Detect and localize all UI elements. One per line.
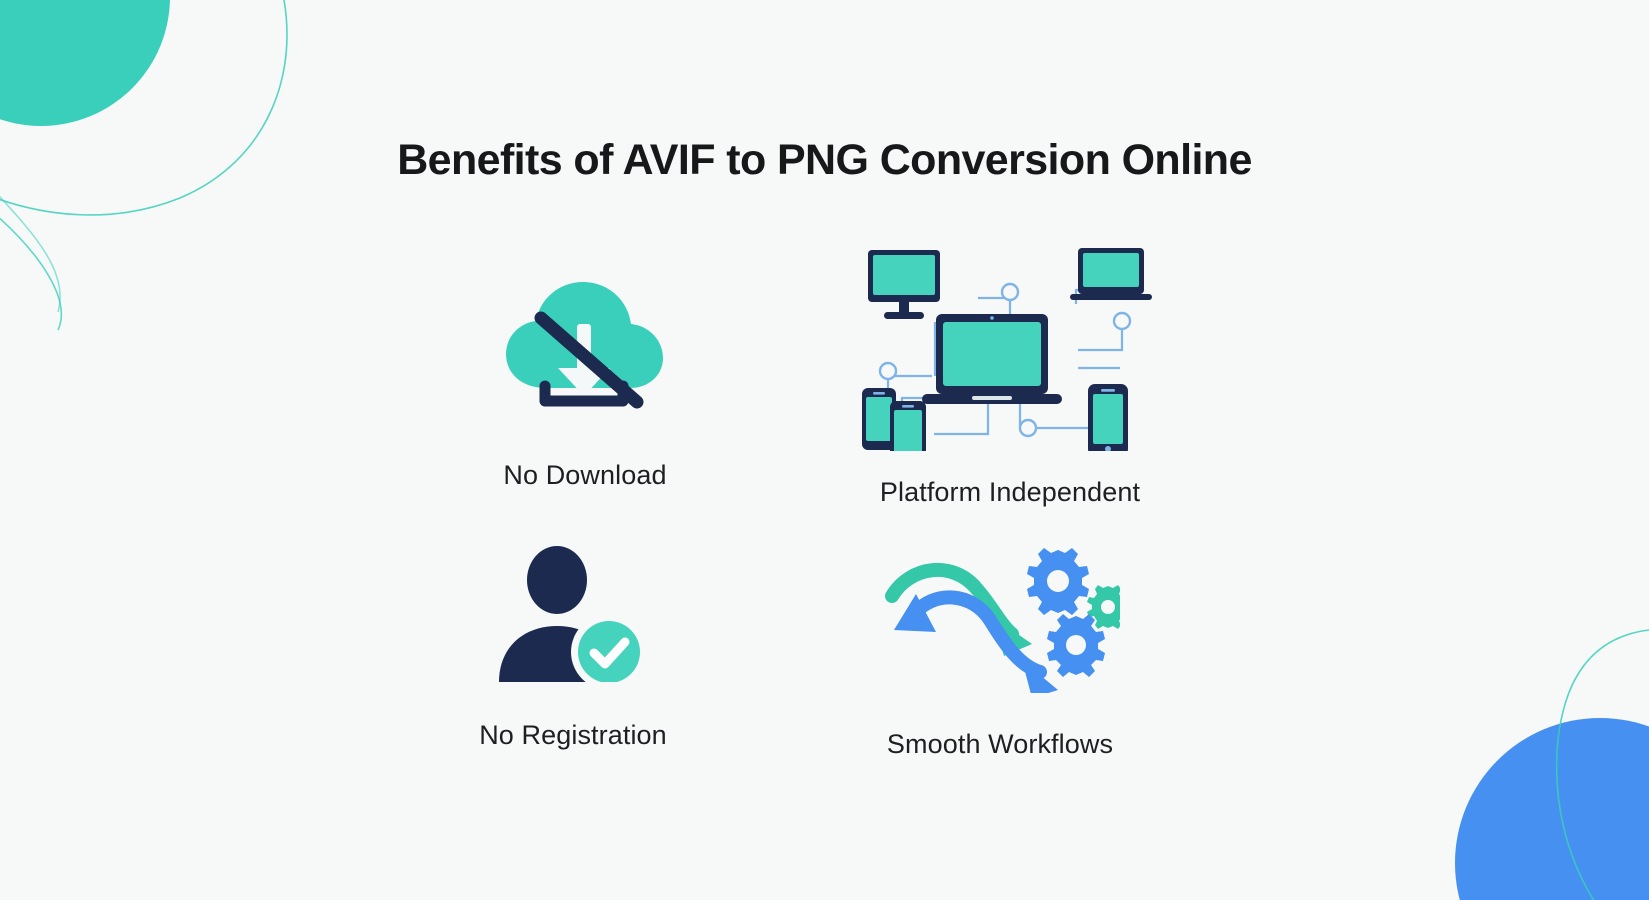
feature-label-no-registration: No Registration <box>479 720 667 750</box>
laptop-large-icon <box>922 314 1062 404</box>
feature-label-smooth-workflows: Smooth Workflows <box>886 729 1114 759</box>
feature-label-platform-independent: Platform Independent <box>879 477 1141 507</box>
blue-arrow-icon <box>894 590 1058 693</box>
desktop-monitor-icon <box>868 250 940 319</box>
laptop-small-icon <box>1070 248 1152 300</box>
feature-platform-independent: Platform Independent <box>845 246 1175 508</box>
phone-front-icon <box>890 401 926 451</box>
feature-smooth-workflows: Smooth Workflows <box>835 548 1165 760</box>
gear-lower-icon <box>1047 614 1105 677</box>
feature-no-download: No Download <box>420 268 750 491</box>
feature-no-registration: No Registration <box>408 542 738 751</box>
gear-upper-icon <box>1027 548 1089 615</box>
gear-teal-icon <box>1087 585 1120 629</box>
page-title: Benefits of AVIF to PNG Conversion Onlin… <box>397 136 1252 184</box>
phone-back-icon <box>862 388 896 450</box>
arrows-gears-icon <box>885 548 1120 693</box>
user-verified-icon <box>499 546 647 682</box>
connected-devices-icon <box>862 248 1152 451</box>
phone-right-icon <box>1088 384 1128 451</box>
cloud-download-disabled-icon <box>506 282 663 409</box>
feature-label-no-download: No Download <box>503 460 667 490</box>
